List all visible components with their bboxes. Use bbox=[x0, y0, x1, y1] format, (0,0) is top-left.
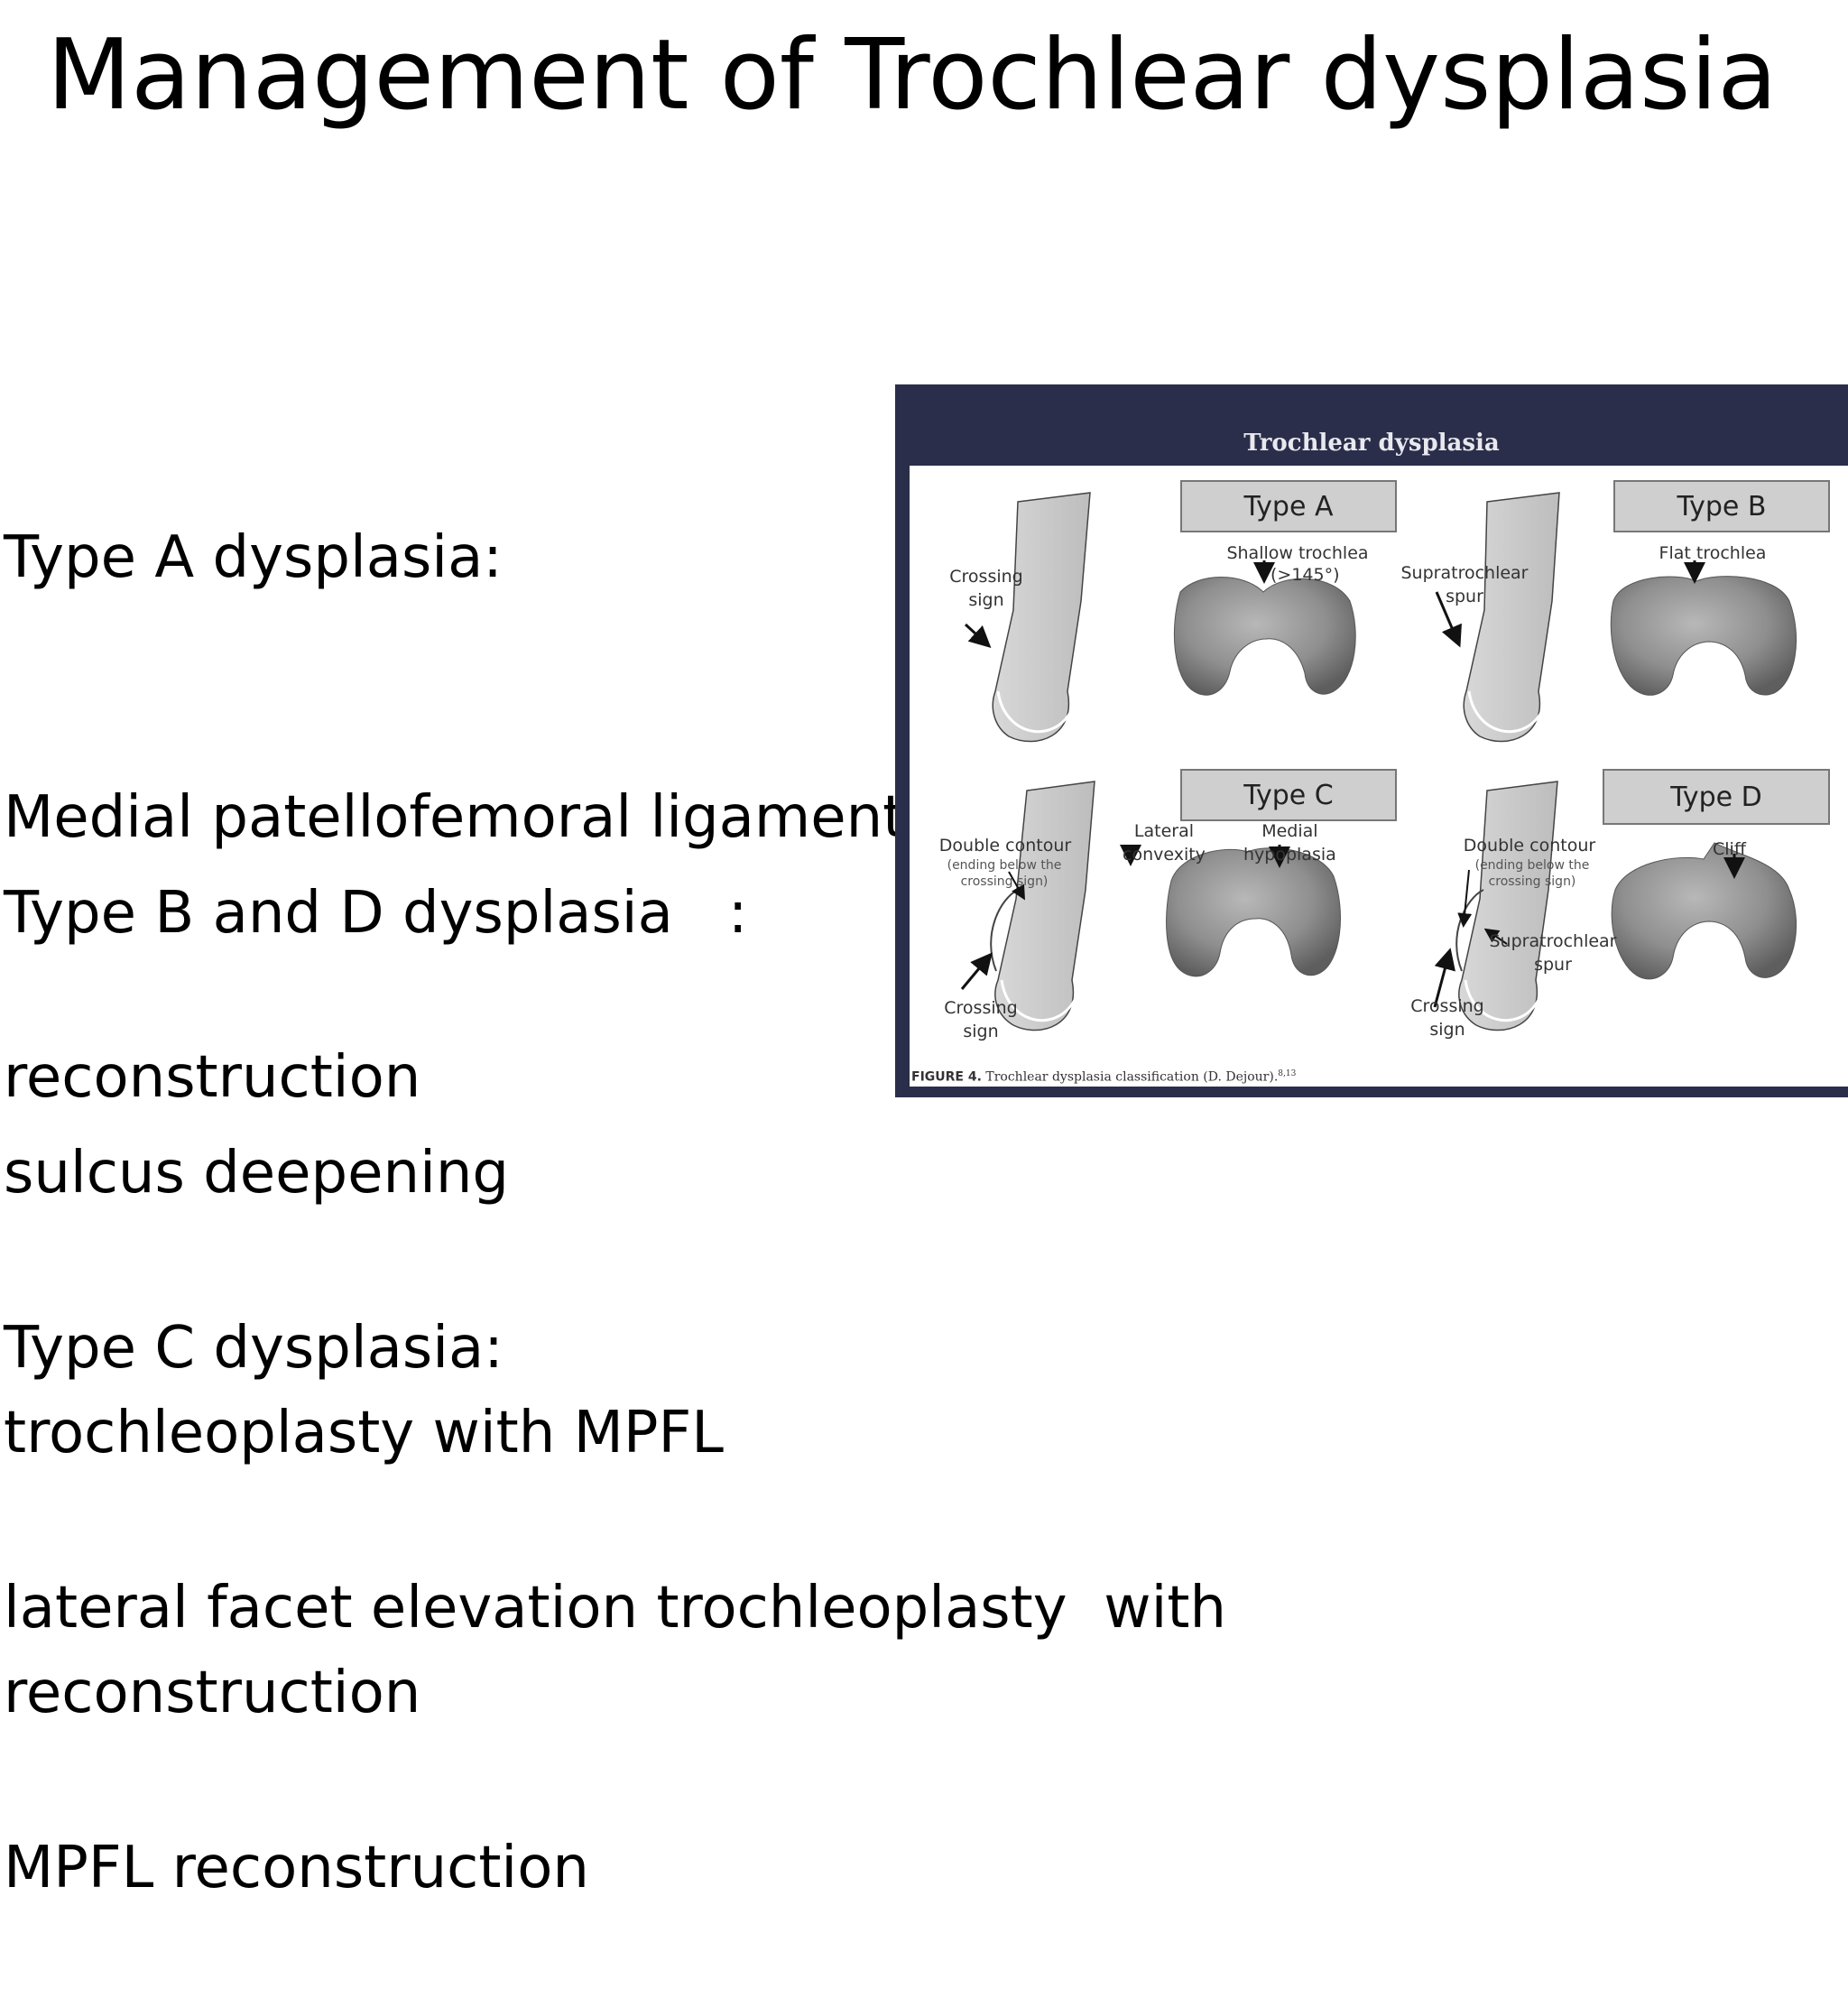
type-a-axial-femur bbox=[1173, 560, 1356, 696]
type-d-supratrochlear-spur: Supratrochlear spur bbox=[1489, 931, 1617, 975]
caption-text: Trochlear dysplasia classification (D. D… bbox=[985, 1070, 1279, 1085]
trochlear-dysplasia-figure: Trochlear dysplasia bbox=[895, 384, 1848, 1097]
type-b-lateral-femur bbox=[1435, 492, 1560, 743]
type-d-axial-femur bbox=[1611, 842, 1797, 980]
type-d-crossing-sign: Crossing sign bbox=[1410, 996, 1484, 1040]
type-a-lateral-femur bbox=[964, 492, 1091, 743]
type-a-line-2: Medial patellofemoral ligament bbox=[4, 784, 906, 851]
type-c-medial-hypoplasia: Medial hypoplasia bbox=[1243, 821, 1336, 865]
type-a-angle: (>145°) bbox=[1270, 565, 1340, 585]
type-d-lateral-femur bbox=[1433, 781, 1558, 1031]
type-c-lateral-convexity: Lateral convexity bbox=[1123, 821, 1206, 865]
caption-refs: 8,13 bbox=[1278, 1069, 1297, 1079]
type-a-title: Type A bbox=[1180, 480, 1397, 532]
type-c-line-3: MPFL reconstruction bbox=[4, 1835, 589, 1901]
type-b-title: Type B bbox=[1613, 480, 1830, 532]
type-bd-line-2: sulcus deepening bbox=[4, 1140, 510, 1207]
figure-panel: Type A Shallow trochlea (>145°) Crossing… bbox=[910, 466, 1848, 1087]
caption-prefix: FIGURE 4. bbox=[911, 1070, 982, 1085]
type-c-lateral-femur bbox=[960, 781, 1095, 1031]
type-a-line-3: reconstruction bbox=[4, 1044, 421, 1111]
type-c-axial-femur bbox=[1120, 845, 1341, 977]
type-d-double-contour: Double contour bbox=[1463, 836, 1596, 856]
type-b-label: Flat trochlea bbox=[1659, 543, 1767, 563]
type-d-double-contour-note: (ending below the crossing sign) bbox=[1474, 858, 1590, 889]
type-d-title: Type D bbox=[1603, 769, 1830, 825]
type-a-label: Shallow trochlea bbox=[1226, 543, 1369, 563]
type-c-double-contour-note: (ending below the crossing sign) bbox=[947, 858, 1062, 889]
type-d-cliff: Cliff bbox=[1713, 839, 1746, 859]
slide-title: Management of Trochlear dysplasia bbox=[47, 19, 1778, 132]
bone-illustrations bbox=[960, 492, 1797, 1031]
type-c-heading: Type C dysplasia: bbox=[4, 1315, 504, 1382]
type-a-heading: Type A dysplasia: bbox=[4, 524, 503, 591]
type-a-section: Type A dysplasia: Medial patellofemoral … bbox=[4, 341, 905, 1207]
type-b-axial-femur bbox=[1610, 560, 1797, 696]
figure-caption: FIGURE 4. Trochlear dysplasia classifica… bbox=[911, 1069, 1296, 1085]
type-c-line-2: lateral facet elevation trochleoplasty w… bbox=[4, 1575, 1227, 1642]
type-bd-heading: Type B and D dysplasia : bbox=[4, 880, 748, 947]
type-c-section: Type C dysplasia: lateral facet elevatio… bbox=[4, 1132, 1226, 1998]
type-b-supratrochlear-spur: Supratrochlear spur bbox=[1400, 563, 1529, 606]
type-c-crossing-sign: Crossing sign bbox=[944, 998, 1018, 1041]
type-a-crossing-sign: Crossing sign bbox=[949, 567, 1023, 610]
figure-header: Trochlear dysplasia bbox=[1243, 430, 1500, 457]
type-c-title: Type C bbox=[1180, 769, 1397, 821]
type-c-double-contour: Double contour bbox=[938, 836, 1072, 856]
